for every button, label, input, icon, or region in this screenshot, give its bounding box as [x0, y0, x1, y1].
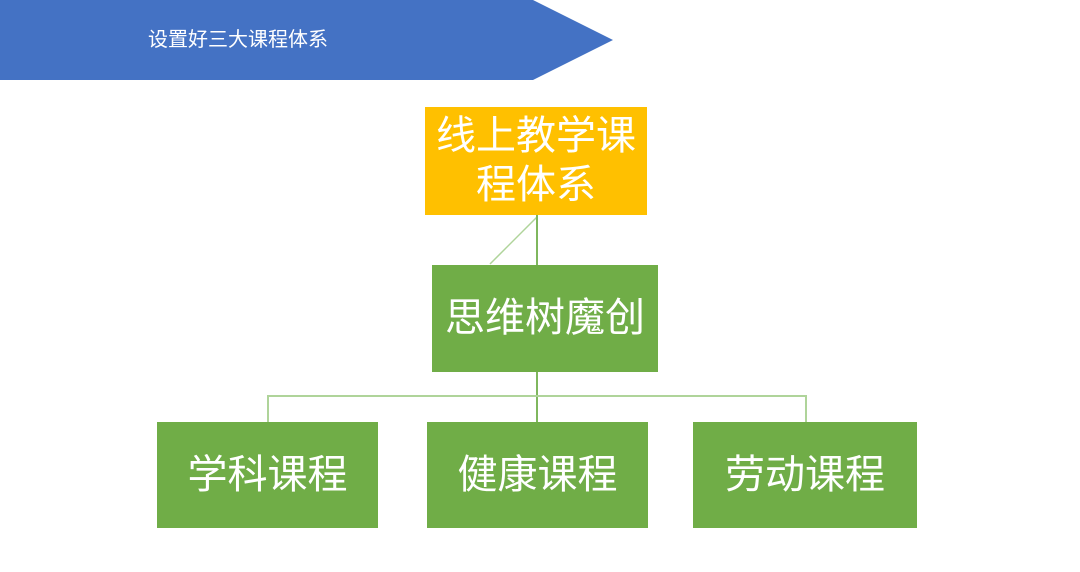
banner-arrow-tip	[533, 0, 613, 80]
node-labor-courses: 劳动课程	[693, 422, 917, 528]
node-label: 思维树魔创	[445, 296, 645, 341]
node-thinking-tree: 思维树魔创	[432, 265, 658, 372]
node-subject-courses: 学科课程	[157, 422, 378, 528]
node-label: 学科课程	[187, 452, 348, 497]
connector-diagonal-root-trunk	[489, 216, 538, 265]
node-online-course-system: 线上教学课 程体系	[425, 107, 647, 215]
slide-title: 设置好三大课程体系	[148, 29, 328, 51]
node-label-line: 线上教学课	[436, 114, 636, 159]
banner-arrow-body	[0, 0, 533, 80]
node-label: 劳动课程	[725, 452, 885, 497]
node-label: 健康课程	[457, 452, 618, 497]
node-health-courses: 健康课程	[427, 422, 648, 528]
node-label-line: 程体系	[476, 163, 596, 207]
